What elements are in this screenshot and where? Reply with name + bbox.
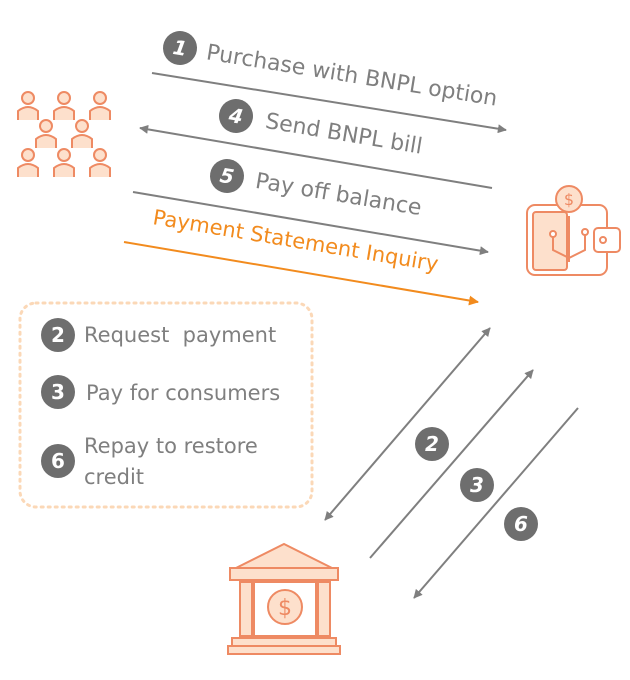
flow-purchase-label: Purchase with BNPL option (205, 40, 499, 111)
legend-label-line2: credit (84, 465, 144, 489)
diagonal-badge-2: 2 (415, 427, 449, 461)
legend-badge (41, 444, 75, 478)
legend-label: Pay for consumers (86, 381, 280, 405)
flow-purchase-number: 1 (171, 35, 189, 61)
flow-pay-off-number: 5 (218, 163, 236, 189)
svg-text:$: $ (564, 190, 574, 209)
legend-number: 3 (51, 380, 65, 404)
diagonal-badge-3: 3 (460, 468, 494, 502)
flow-pay-off: 5 Pay off balance (210, 159, 423, 221)
legend-number: 6 (51, 449, 65, 473)
arrow-repay (413, 407, 579, 599)
legend-label: Request payment (84, 323, 276, 347)
consumers-group-icon (17, 91, 111, 177)
flow-send-bill: 4 Send BNPL bill (219, 99, 424, 160)
legend-box (18, 301, 314, 509)
legend-item-pay-for-consumers: 3 Pay for consumers (41, 375, 280, 409)
legend-badge (41, 375, 75, 409)
legend-badge (41, 318, 75, 352)
legend-item-request-payment: 2 Request payment (41, 318, 276, 352)
bank-dollar-icon: $ (227, 542, 341, 655)
diagonal-badge-6: 6 (504, 507, 538, 541)
wallet-coin-icon: $ (526, 185, 621, 276)
legend-number: 2 (51, 323, 65, 347)
svg-text:$: $ (278, 596, 292, 621)
svg-text:3: 3 (470, 473, 484, 497)
flow-send-bill-label: Send BNPL bill (263, 109, 424, 160)
svg-text:2: 2 (425, 432, 439, 456)
legend-label-line1: Repay to restore (84, 434, 258, 458)
legend-item-repay: 6 Repay to restore credit (41, 434, 258, 489)
arrow-send-bill (139, 124, 493, 189)
svg-text:6: 6 (514, 512, 528, 536)
flow-pay-off-label: Pay off balance (253, 169, 423, 221)
flow-send-bill-number: 4 (226, 103, 245, 129)
arrow-pay-off (132, 191, 489, 256)
arrow-request-payment (324, 327, 491, 521)
arrow-purchase (151, 72, 507, 134)
arrow-pay-for-consumers (369, 369, 534, 559)
arrow-inquiry (123, 241, 479, 306)
